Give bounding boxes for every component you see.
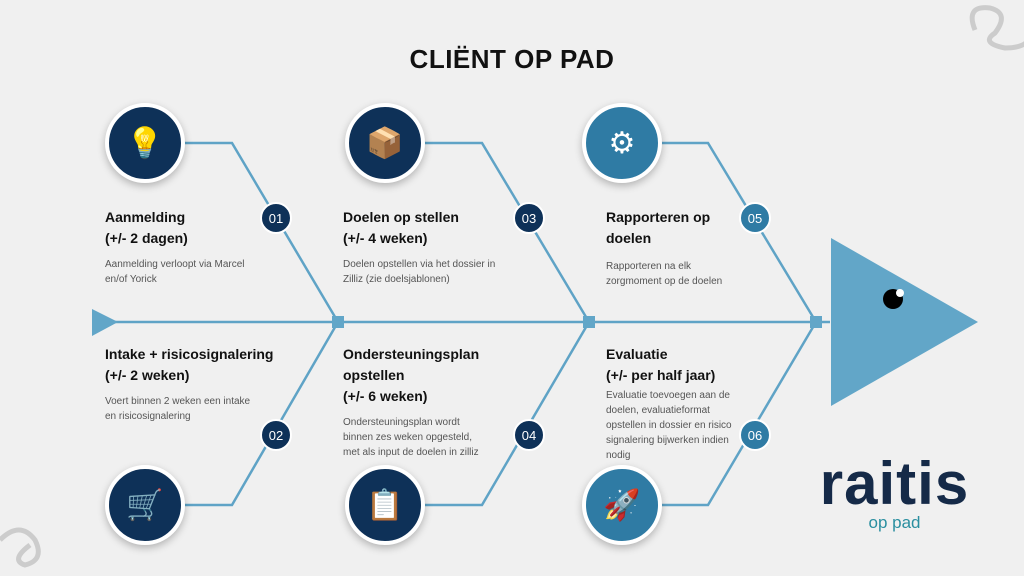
step-title: Ondersteuningsplan opstellen xyxy=(343,346,480,383)
spine-joint xyxy=(810,316,822,328)
step-title: Intake + risicosignalering xyxy=(105,346,274,362)
step-number-badge: 02 xyxy=(260,419,292,451)
fish-head xyxy=(831,238,978,406)
step-intake: Intake + risicosignalering(+/- 2 weken) … xyxy=(105,344,295,424)
money-gear-icon: ⚙ xyxy=(582,103,662,183)
step-title: Rapporteren op doelen xyxy=(606,209,711,246)
step-duration: (+/- 4 weken) xyxy=(343,230,428,246)
step-duration: (+/- per half jaar) xyxy=(606,367,716,383)
step-description: Rapporteren na elk zorgmoment op de doel… xyxy=(606,261,723,287)
step-description: Doelen opstellen via het dossier in Zill… xyxy=(343,259,496,285)
step-number-badge: 04 xyxy=(513,419,545,451)
page-title: CLIËNT OP PAD xyxy=(409,44,615,74)
step-number-badge: 01 xyxy=(260,202,292,234)
step-doelen: Doelen op stellen (+/- 4 weken) Doelen op… xyxy=(343,207,518,287)
step-description: Ondersteuningsplan wordt binnen zes weke… xyxy=(343,417,479,458)
step-rapporteren: Rapporteren op doelen Rapporteren na elk… xyxy=(606,207,722,289)
idea-box-icon: 📦 xyxy=(345,103,425,183)
spine-joint xyxy=(332,316,344,328)
step-ondersteuningsplan: Ondersteuningsplan opstellen (+/- 6 weken… xyxy=(343,344,543,460)
step-number-badge: 06 xyxy=(739,419,771,451)
step-duration: (+/- 2 weken) xyxy=(105,367,190,383)
bone-1 xyxy=(180,141,340,507)
logo-wordmark: raitis xyxy=(819,450,970,517)
checklist-icon: 📋 xyxy=(345,465,425,545)
step-duration: (+/- 2 dagen) xyxy=(105,230,188,246)
step-duration: (+/- 6 weken) xyxy=(343,388,428,404)
lightbulb-icon: 💡 xyxy=(105,103,185,183)
step-description: Evaluatie toevoegen aan de doelen, evalu… xyxy=(606,390,732,461)
step-description: Aanmelding verloopt via Marcel en/of Yor… xyxy=(105,259,245,285)
step-title: Evaluatie xyxy=(606,346,668,362)
logo-subtitle: op pad xyxy=(868,513,921,532)
rocket-icon: 🚀 xyxy=(582,465,662,545)
step-title: Aanmelding xyxy=(105,209,186,225)
step-number-badge: 03 xyxy=(513,202,545,234)
decor-squiggle xyxy=(969,5,1024,51)
decor-squiggle xyxy=(0,527,41,568)
cart-search-icon: 🛒 xyxy=(105,465,185,545)
fish-tail xyxy=(92,309,118,336)
step-aanmelding: Aanmelding (+/- 2 dagen) Aanmelding verlo… xyxy=(105,207,280,287)
step-title: Doelen op stellen xyxy=(343,209,459,225)
spine-joint xyxy=(583,316,595,328)
raitis-logo: raitis op pad xyxy=(812,450,977,533)
step-description: Voert binnen 2 weken een intake en risic… xyxy=(105,396,251,422)
step-number-badge: 05 xyxy=(739,202,771,234)
step-evaluatie: Evaluatie (+/- per half jaar) Evaluatie t… xyxy=(606,344,746,463)
